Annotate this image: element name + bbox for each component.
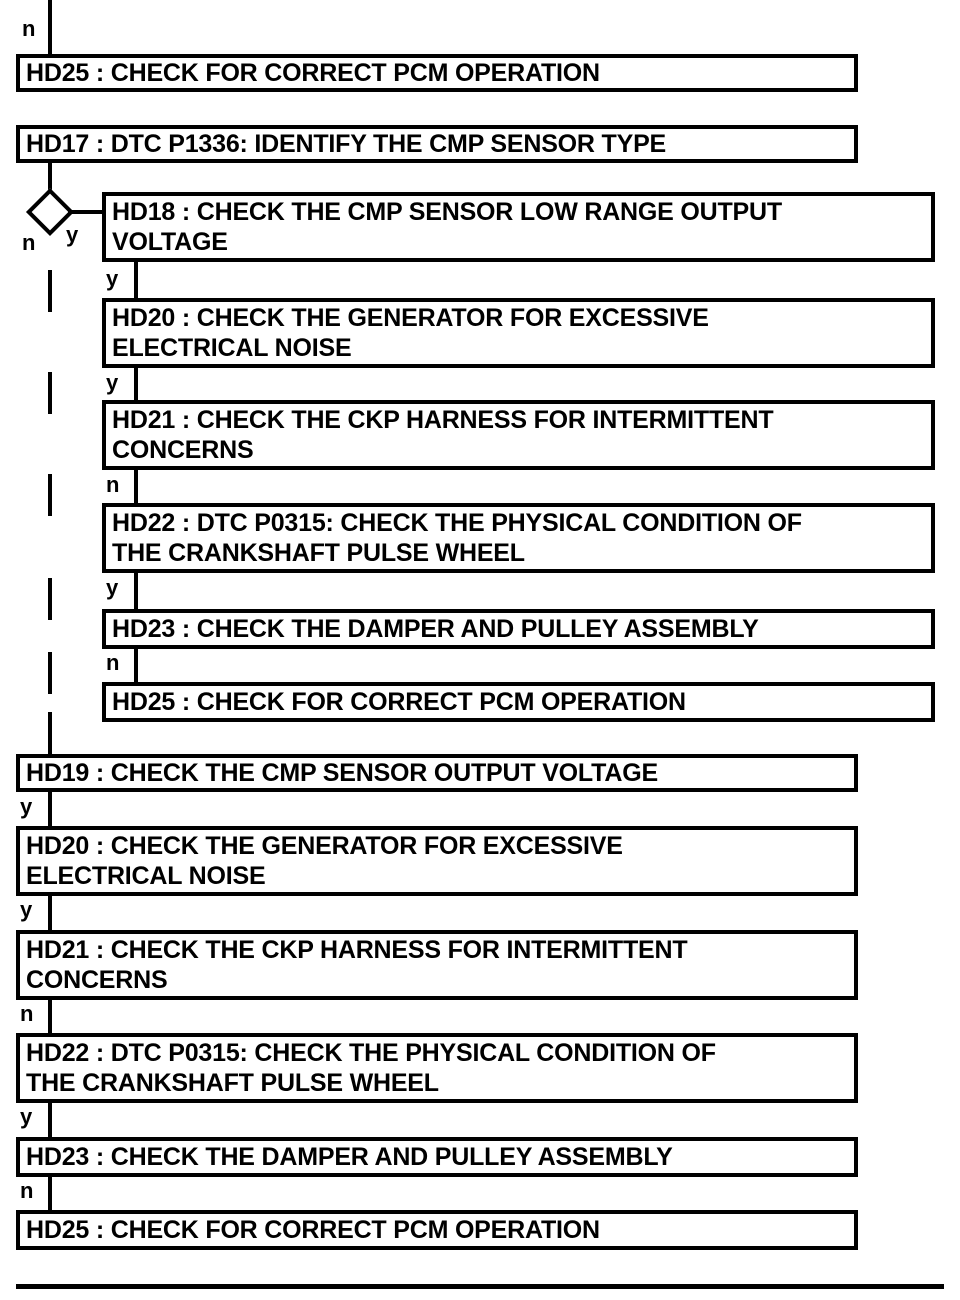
edge-label-hd21b-to-hd22b: n (20, 1001, 34, 1026)
edge-label-incoming-top: n (22, 16, 36, 41)
edge-label-hd21a-to-hd22a: n (106, 472, 120, 497)
node-hd18[interactable]: HD18 : CHECK THE CMP SENSOR LOW RANGE OU… (102, 192, 935, 262)
edge-no-branch-seg-3 (48, 474, 52, 516)
footer-divider (16, 1284, 944, 1289)
edge-label-hd18-to-hd20a: y (106, 266, 119, 291)
edge-hd20b-to-hd21b (48, 896, 52, 932)
edge-no-branch-seg-2 (48, 372, 52, 414)
edge-hd21b-to-hd22b (48, 1000, 52, 1036)
edge-hd20a-to-hd21a (134, 368, 138, 404)
edge-no-branch-seg-6 (48, 712, 52, 756)
node-hd21-b[interactable]: HD21 : CHECK THE CKP HARNESS FOR INTERMI… (16, 930, 858, 1000)
node-hd25-top-label: HD25 : CHECK FOR CORRECT PCM OPERATION (26, 59, 600, 87)
node-hd22-a[interactable]: HD22 : DTC P0315: CHECK THE PHYSICAL CON… (102, 503, 935, 573)
edge-hd22a-to-hd23a (134, 573, 138, 611)
node-hd17-label: HD17 : DTC P1336: IDENTIFY THE CMP SENSO… (26, 130, 667, 158)
node-hd25-a-label: HD25 : CHECK FOR CORRECT PCM OPERATION (112, 688, 686, 716)
edge-label-hd23a-to-hd25a: n (106, 650, 120, 675)
node-hd21-b-label: HD21 : CHECK THE CKP HARNESS FOR INTERMI… (26, 936, 688, 994)
edge-label-hd23b-to-hd25b: n (20, 1178, 34, 1203)
edge-label-hd19-to-hd20b: y (20, 794, 33, 819)
edge-label-hd22b-to-hd23b: y (20, 1104, 33, 1129)
edge-label-hd20a-to-hd21a: y (106, 370, 119, 395)
edge-label-hd22a-to-hd23a: y (106, 575, 119, 600)
edge-label-decision-no: n (22, 230, 36, 255)
node-hd20-a-label: HD20 : CHECK THE GENERATOR FOR EXCESSIVE… (112, 304, 709, 362)
edge-hd23b-to-hd25b (48, 1177, 52, 1211)
node-hd17[interactable]: HD17 : DTC P1336: IDENTIFY THE CMP SENSO… (16, 125, 858, 163)
edge-decision-to-hd18 (68, 210, 104, 214)
edge-hd18-to-hd20a (134, 262, 138, 300)
edge-hd21a-to-hd22a (134, 470, 138, 506)
edge-no-branch-seg-4 (48, 578, 52, 620)
node-hd21-a[interactable]: HD21 : CHECK THE CKP HARNESS FOR INTERMI… (102, 400, 935, 470)
node-hd20-a[interactable]: HD20 : CHECK THE GENERATOR FOR EXCESSIVE… (102, 298, 935, 368)
node-hd19[interactable]: HD19 : CHECK THE CMP SENSOR OUTPUT VOLTA… (16, 754, 858, 792)
node-hd23-a-label: HD23 : CHECK THE DAMPER AND PULLEY ASSEM… (112, 615, 759, 643)
node-hd25-a[interactable]: HD25 : CHECK FOR CORRECT PCM OPERATION (102, 682, 935, 722)
edge-label-hd20b-to-hd21b: y (20, 897, 33, 922)
edge-hd17-to-decision (48, 163, 52, 195)
node-hd22-b-label: HD22 : DTC P0315: CHECK THE PHYSICAL CON… (26, 1039, 716, 1097)
node-hd20-b[interactable]: HD20 : CHECK THE GENERATOR FOR EXCESSIVE… (16, 826, 858, 896)
node-hd25-top[interactable]: HD25 : CHECK FOR CORRECT PCM OPERATION (16, 54, 858, 92)
edge-incoming-top (48, 0, 52, 56)
node-hd21-a-label: HD21 : CHECK THE CKP HARNESS FOR INTERMI… (112, 406, 774, 464)
node-hd22-b[interactable]: HD22 : DTC P0315: CHECK THE PHYSICAL CON… (16, 1033, 858, 1103)
node-hd19-label: HD19 : CHECK THE CMP SENSOR OUTPUT VOLTA… (26, 759, 658, 787)
edge-hd23a-to-hd25a (134, 649, 138, 685)
node-hd23-a[interactable]: HD23 : CHECK THE DAMPER AND PULLEY ASSEM… (102, 609, 935, 649)
node-hd18-label: HD18 : CHECK THE CMP SENSOR LOW RANGE OU… (112, 198, 782, 256)
edge-hd19-to-hd20b (48, 792, 52, 828)
node-hd23-b-label: HD23 : CHECK THE DAMPER AND PULLEY ASSEM… (26, 1143, 673, 1171)
node-hd20-b-label: HD20 : CHECK THE GENERATOR FOR EXCESSIVE… (26, 832, 623, 890)
edge-no-branch-seg-1 (48, 270, 52, 312)
edge-hd22b-to-hd23b (48, 1103, 52, 1139)
edge-no-branch-seg-5 (48, 652, 52, 694)
node-hd23-b[interactable]: HD23 : CHECK THE DAMPER AND PULLEY ASSEM… (16, 1137, 858, 1177)
edge-label-decision-yes: y (66, 222, 79, 247)
node-hd22-a-label: HD22 : DTC P0315: CHECK THE PHYSICAL CON… (112, 509, 802, 567)
node-hd25-b[interactable]: HD25 : CHECK FOR CORRECT PCM OPERATION (16, 1210, 858, 1250)
node-hd25-b-label: HD25 : CHECK FOR CORRECT PCM OPERATION (26, 1216, 600, 1244)
